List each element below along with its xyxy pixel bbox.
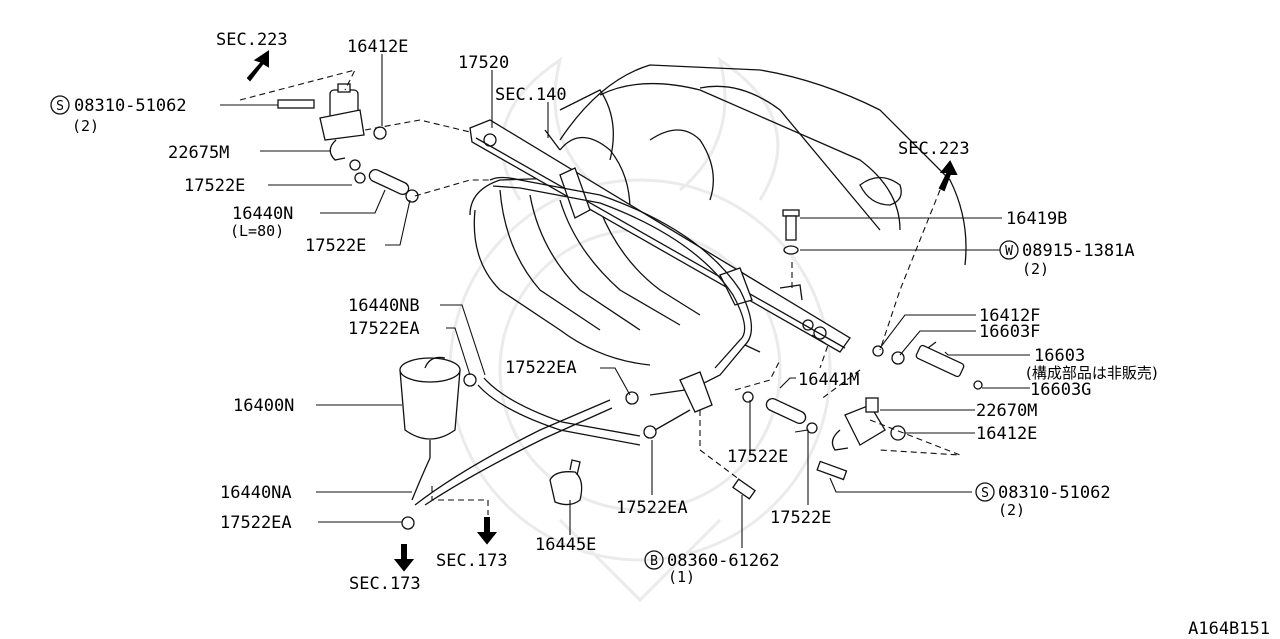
label-sec223-right: SEC.223 [898,139,970,159]
arrow-sec173-right [476,517,498,545]
leader-lines [220,54,1030,548]
label-17522EA-d: 17522EA [616,498,688,518]
label-16419B: 16419B [1006,209,1067,229]
intake-manifold [469,64,967,366]
washer-callout: W 08915-1381A (2) [999,240,1135,278]
screw-part-number: 08310-51062 [74,96,187,116]
screw-left-callout: S 08310-51062 (2) [50,95,187,135]
label-17522E-c: 17522E [727,447,788,467]
hose-16441M [742,391,818,434]
label-16440NA: 16440NA [220,483,292,503]
arrow-sec173-left [393,544,415,572]
label-17522E-b: 17522E [305,236,366,256]
fuel-injector [872,341,983,390]
label-17522EA-b: 17522EA [505,358,577,378]
bolt-part-number: 08360-61262 [667,551,780,571]
screw-quantity: (2) [72,117,99,135]
label-17522EA-a: 17522EA [348,319,420,339]
label-sec223-left: SEC.223 [216,30,288,50]
diagram-id: A164B151 [1188,619,1270,639]
washer-part-number: 08915-1381A [1022,241,1135,261]
washer-symbol: W [1005,244,1013,259]
label-17522E-d: 17522E [770,508,831,528]
fuel-pressure-regulator-left [277,83,387,161]
label-16603: 16603 [1034,346,1085,366]
label-sec140: SEC.140 [495,85,567,105]
washer-symbol-circle [999,240,1019,260]
bolt-callout: B 08360-61262 (1) [644,550,780,586]
screw-right-quantity: (2) [998,501,1025,519]
fuel-filter [399,356,461,458]
hose-clamp-bracket [549,459,583,506]
reference-lines [239,69,961,515]
arrow-sec223-right [938,160,958,192]
bolt-quantity: (1) [668,568,695,586]
pipe-junction [649,371,713,431]
arrow-sec223-left [246,50,269,82]
fuel-feed-pipe [489,176,761,386]
label-16603F: 16603F [979,322,1040,342]
label-16412F: 16412F [979,306,1040,326]
screw-right-symbol-circle [975,482,995,502]
left-hose-and-clamps [349,159,419,203]
label-16603-note: (構成部品は非販売) [1026,364,1158,382]
label-16441M: 16441M [798,370,859,390]
label-16400N: 16400N [233,396,294,416]
label-17522E-a: 17522E [184,176,245,196]
label-22670M: 22670M [976,401,1037,421]
screw-symbol-circle [50,95,70,115]
label-sec173-left: SEC.173 [349,574,421,594]
screw-right-part-number: 08310-51062 [998,483,1111,503]
fuel-pressure-regulator-right [816,397,906,481]
label-sec173-right: SEC.173 [436,551,508,571]
label-16440N-length: (L=80) [230,222,284,240]
label-22675M: 22675M [168,143,229,163]
screw-symbol: S [56,99,64,114]
screw-right-callout: S 08310-51062 (2) [975,482,1111,519]
bolt-symbol-circle [644,550,664,570]
fuel-rail [469,119,851,353]
bolt-symbol: B [650,554,658,569]
label-16440NB: 16440NB [348,296,420,316]
label-17520: 17520 [458,53,509,73]
label-16412E-right: 16412E [976,424,1037,444]
label-17522EA-c: 17522EA [220,513,292,533]
bolt-and-washer [732,209,800,500]
fuel-hoses [401,373,657,530]
label-16603G: 16603G [1030,380,1091,400]
screw-right-symbol: S [981,486,989,501]
label-16445E: 16445E [535,535,596,555]
label-16412E-top: 16412E [347,37,408,57]
direction-arrows [246,50,958,572]
label-16440N: 16440N [232,204,293,224]
washer-quantity: (2) [1022,260,1049,278]
